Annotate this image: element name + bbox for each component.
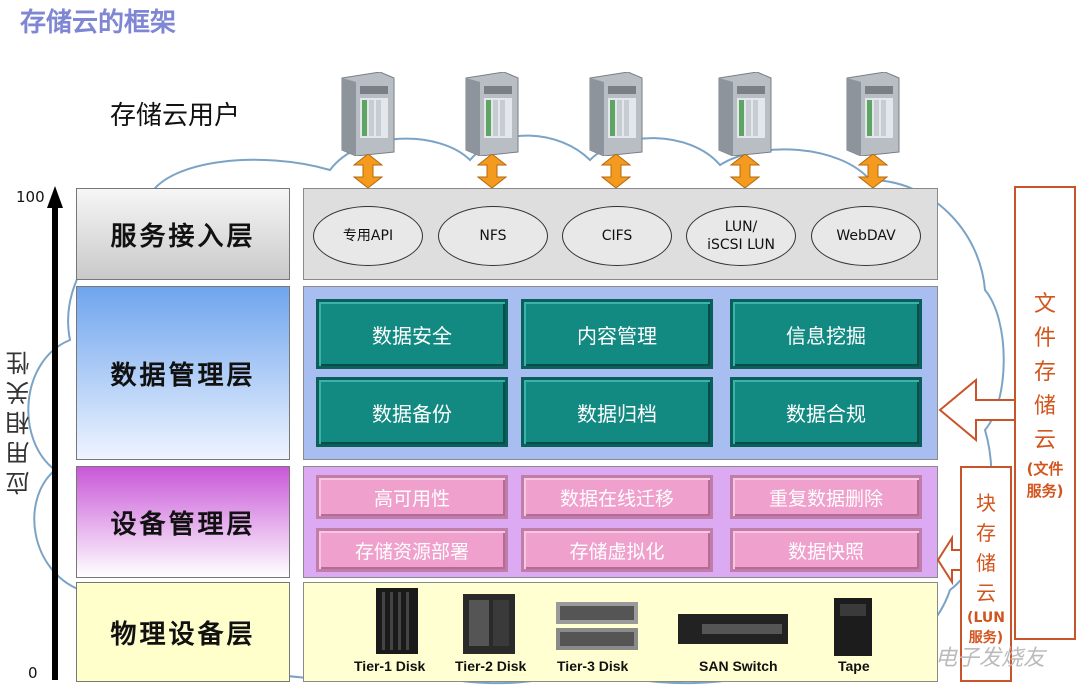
layer-device-management: 设备管理层 xyxy=(76,466,290,578)
device-label: Tier-2 Disk xyxy=(455,658,527,674)
server-icon xyxy=(465,72,519,156)
tier3-disk-icon xyxy=(556,602,638,650)
bidirectional-arrow xyxy=(477,154,507,188)
protocol-lun: LUN/iSCSI LUN xyxy=(686,206,796,266)
page-title: 存储云的框架 xyxy=(20,8,177,38)
bidirectional-arrow xyxy=(858,154,888,188)
protocol-line: CIFS xyxy=(601,228,633,244)
data-backup-box: 数据备份 xyxy=(316,377,508,447)
bidirectional-arrow xyxy=(601,154,631,188)
info-mining-box: 信息挖掘 xyxy=(730,299,922,369)
data-archive-box: 数据归档 xyxy=(521,377,713,447)
layer-physical-device: 物理设备层 xyxy=(76,582,290,682)
bidirectional-arrow xyxy=(730,154,760,188)
relevance-axis xyxy=(47,186,63,680)
dedup-box: 重复数据删除 xyxy=(730,475,922,519)
protocol-line: 专用API xyxy=(342,228,394,244)
block-storage-char: 云 xyxy=(976,581,996,605)
bidirectional-arrow xyxy=(353,154,383,188)
tape-icon xyxy=(834,598,872,656)
protocol-nfs: NFS xyxy=(438,206,548,266)
protocol-webdav: WebDAV xyxy=(811,206,921,266)
high-availability-box: 高可用性 xyxy=(316,475,508,519)
server-icon xyxy=(718,72,772,156)
server-icon xyxy=(846,72,900,156)
server-icon xyxy=(589,72,643,156)
online-migration-box: 数据在线迁移 xyxy=(521,475,713,519)
file-storage-char: 云 xyxy=(1033,428,1056,453)
file-storage-sub: (文件 xyxy=(1026,460,1064,478)
file-storage-box: 文 件 存 储 云 (文件 服务) xyxy=(1014,186,1076,640)
data-security-box: 数据安全 xyxy=(316,299,508,369)
layer-service-access: 服务接入层 xyxy=(76,188,290,280)
block-storage-sub: 服务) xyxy=(968,630,1004,646)
content-management-box: 内容管理 xyxy=(521,299,713,369)
tier2-disk-icon xyxy=(463,594,515,654)
device-label: Tape xyxy=(838,658,870,674)
block-storage-char: 存 xyxy=(976,521,996,545)
axis-line xyxy=(52,204,58,680)
axis-title: 应用相关性 xyxy=(6,345,34,495)
device-label: Tier-1 Disk xyxy=(354,658,426,674)
file-storage-char: 件 xyxy=(1033,326,1056,351)
layer-data-management: 数据管理层 xyxy=(76,286,290,460)
device-label: Tier-3 Disk xyxy=(557,658,629,674)
server-icon xyxy=(341,72,395,156)
protocol-line: NFS xyxy=(479,228,507,244)
file-storage-char: 存 xyxy=(1033,360,1056,385)
protocol-cifs: CIFS xyxy=(562,206,672,266)
watermark: 电子发烧友 xyxy=(935,646,1046,671)
tier1-disk-icon xyxy=(376,588,418,654)
protocol-line-2: iSCSI LUN xyxy=(707,237,775,253)
device-label: SAN Switch xyxy=(699,658,778,674)
data-compliance-box: 数据合规 xyxy=(730,377,922,447)
file-storage-sub: 服务) xyxy=(1026,482,1064,500)
block-storage-sub: (LUN xyxy=(967,610,1005,626)
protocol-line: LUN/ xyxy=(724,219,758,235)
file-storage-char: 储 xyxy=(1033,394,1056,419)
protocol-api: 专用API xyxy=(313,206,423,266)
protocol-line: WebDAV xyxy=(836,228,896,244)
axis-min-label: 0 xyxy=(28,664,38,682)
file-storage-char: 文 xyxy=(1033,292,1056,317)
data-snapshot-box: 数据快照 xyxy=(730,528,922,572)
san-switch-icon xyxy=(678,614,788,644)
axis-max-label: 100 xyxy=(16,188,45,206)
storage-virtualization-box: 存储虚拟化 xyxy=(521,528,713,572)
resource-deploy-box: 存储资源部署 xyxy=(316,528,508,572)
block-storage-char: 块 xyxy=(976,491,996,515)
axis-arrowhead xyxy=(47,186,63,208)
block-storage-box: 块 存 储 云 (LUN 服务) xyxy=(960,466,1012,682)
block-storage-char: 储 xyxy=(976,551,996,575)
storage-cloud-users-label: 存储云用户 xyxy=(110,101,241,131)
file-storage-arrow xyxy=(938,377,1016,443)
